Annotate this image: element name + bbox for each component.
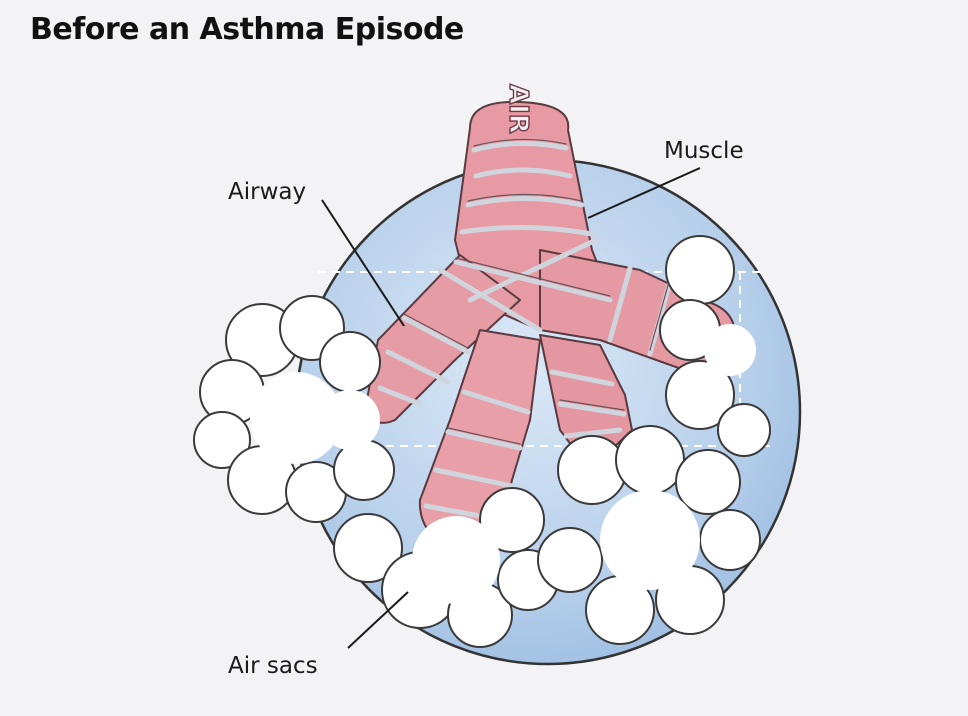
diagram-title: Before an Asthma Episode [30,12,464,47]
air-sacs-label: Air sacs [228,653,318,679]
air-sac-cluster-left [193,295,395,523]
muscle-bands [377,141,709,523]
air-sac-cluster-bottom-right [537,425,761,645]
air-sacs [193,235,771,648]
airway-leader-line [321,199,405,327]
muscle-leader-line [587,167,701,219]
muscle-band-outlines [403,138,671,445]
air-label: AIR [503,84,533,134]
air-sac-cluster-bottom [333,487,559,648]
air-sacs-leader-line [347,591,409,649]
air-sac-cluster-right [659,235,771,457]
muscle-label: Muscle [664,138,744,164]
airway-label: Airway [228,179,306,205]
